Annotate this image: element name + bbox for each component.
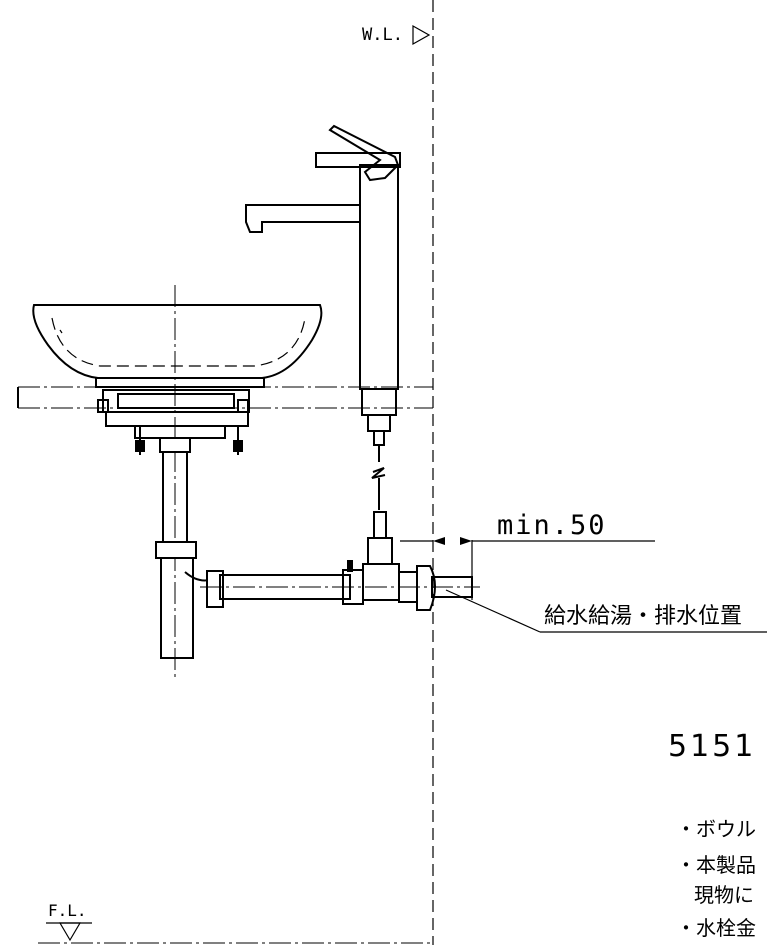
model-number: 5151 bbox=[668, 729, 756, 764]
water-level-label: W.L. bbox=[362, 25, 403, 45]
faucet bbox=[245, 124, 401, 510]
notes: ・ボウル ・本製品 現物に ・水栓金 bbox=[676, 817, 756, 940]
dimension-min50: min.50 bbox=[400, 510, 655, 600]
vessel-bowl bbox=[32, 285, 323, 680]
supply-pipe bbox=[200, 511, 480, 611]
position-leader: 給水給湯・排水位置 bbox=[445, 589, 767, 633]
floor-level: F.L. bbox=[38, 901, 433, 944]
drain-assembly bbox=[97, 389, 250, 659]
note-line-1: ・ボウル bbox=[676, 817, 756, 841]
water-level-triangle bbox=[412, 24, 431, 46]
note-line-3: 現物に bbox=[694, 883, 754, 907]
dimension-label: min.50 bbox=[497, 510, 607, 541]
position-label: 給水給湯・排水位置 bbox=[544, 604, 742, 629]
floor-level-label: F.L. bbox=[48, 901, 87, 920]
note-line-4: ・水栓金 bbox=[676, 916, 756, 940]
note-line-2: ・本製品 bbox=[676, 853, 756, 877]
